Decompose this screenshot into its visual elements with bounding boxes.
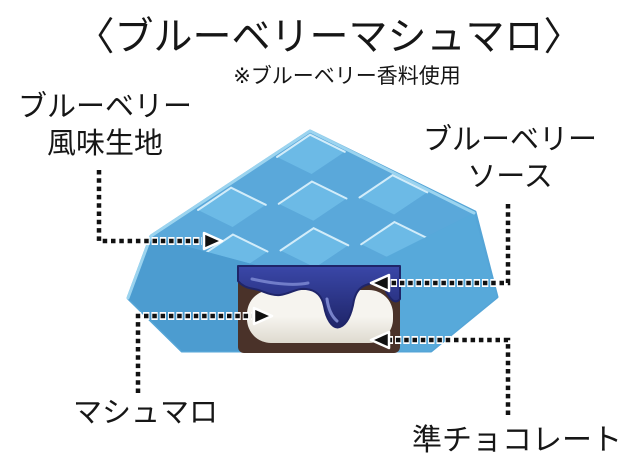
label-blueberry-sauce: ブルーベリー ソース [420,121,600,194]
connector-chocolate [369,330,512,415]
arrowhead-left [369,330,391,350]
connector-dough [95,170,224,251]
label-blueberry-dough: ブルーベリー 風味生地 [15,88,195,161]
label-quasi-chocolate: 準チョコレート [412,423,622,458]
checker-tile [361,222,429,262]
sauce-sheen [250,277,310,286]
arrowhead-left [369,273,391,293]
arrowhead-right [252,306,274,326]
block-edge-highlight [126,129,476,300]
label-blueberry-dough-line2: 風味生地 [46,125,163,160]
label-marshmallow: マシュマロ [73,395,219,429]
connector-marshmallow [134,306,274,393]
label-blueberry-sauce-line1: ブルーベリー [422,122,597,156]
label-blueberry-dough-line1: ブルーベリー [17,89,192,123]
arrowhead-right [202,231,224,251]
connectors [95,170,512,415]
sauce-drip-sheen [325,297,339,323]
marshmallow-shape [247,290,393,343]
page-title: 〈ブルーベリーマシュマロ〉 [75,15,583,60]
flavoring-note: ※ブルーベリー香料使用 [233,64,461,88]
checker-tile [278,181,347,221]
connector-sauce [369,204,512,293]
label-blueberry-sauce-line2: ソース [467,158,553,193]
